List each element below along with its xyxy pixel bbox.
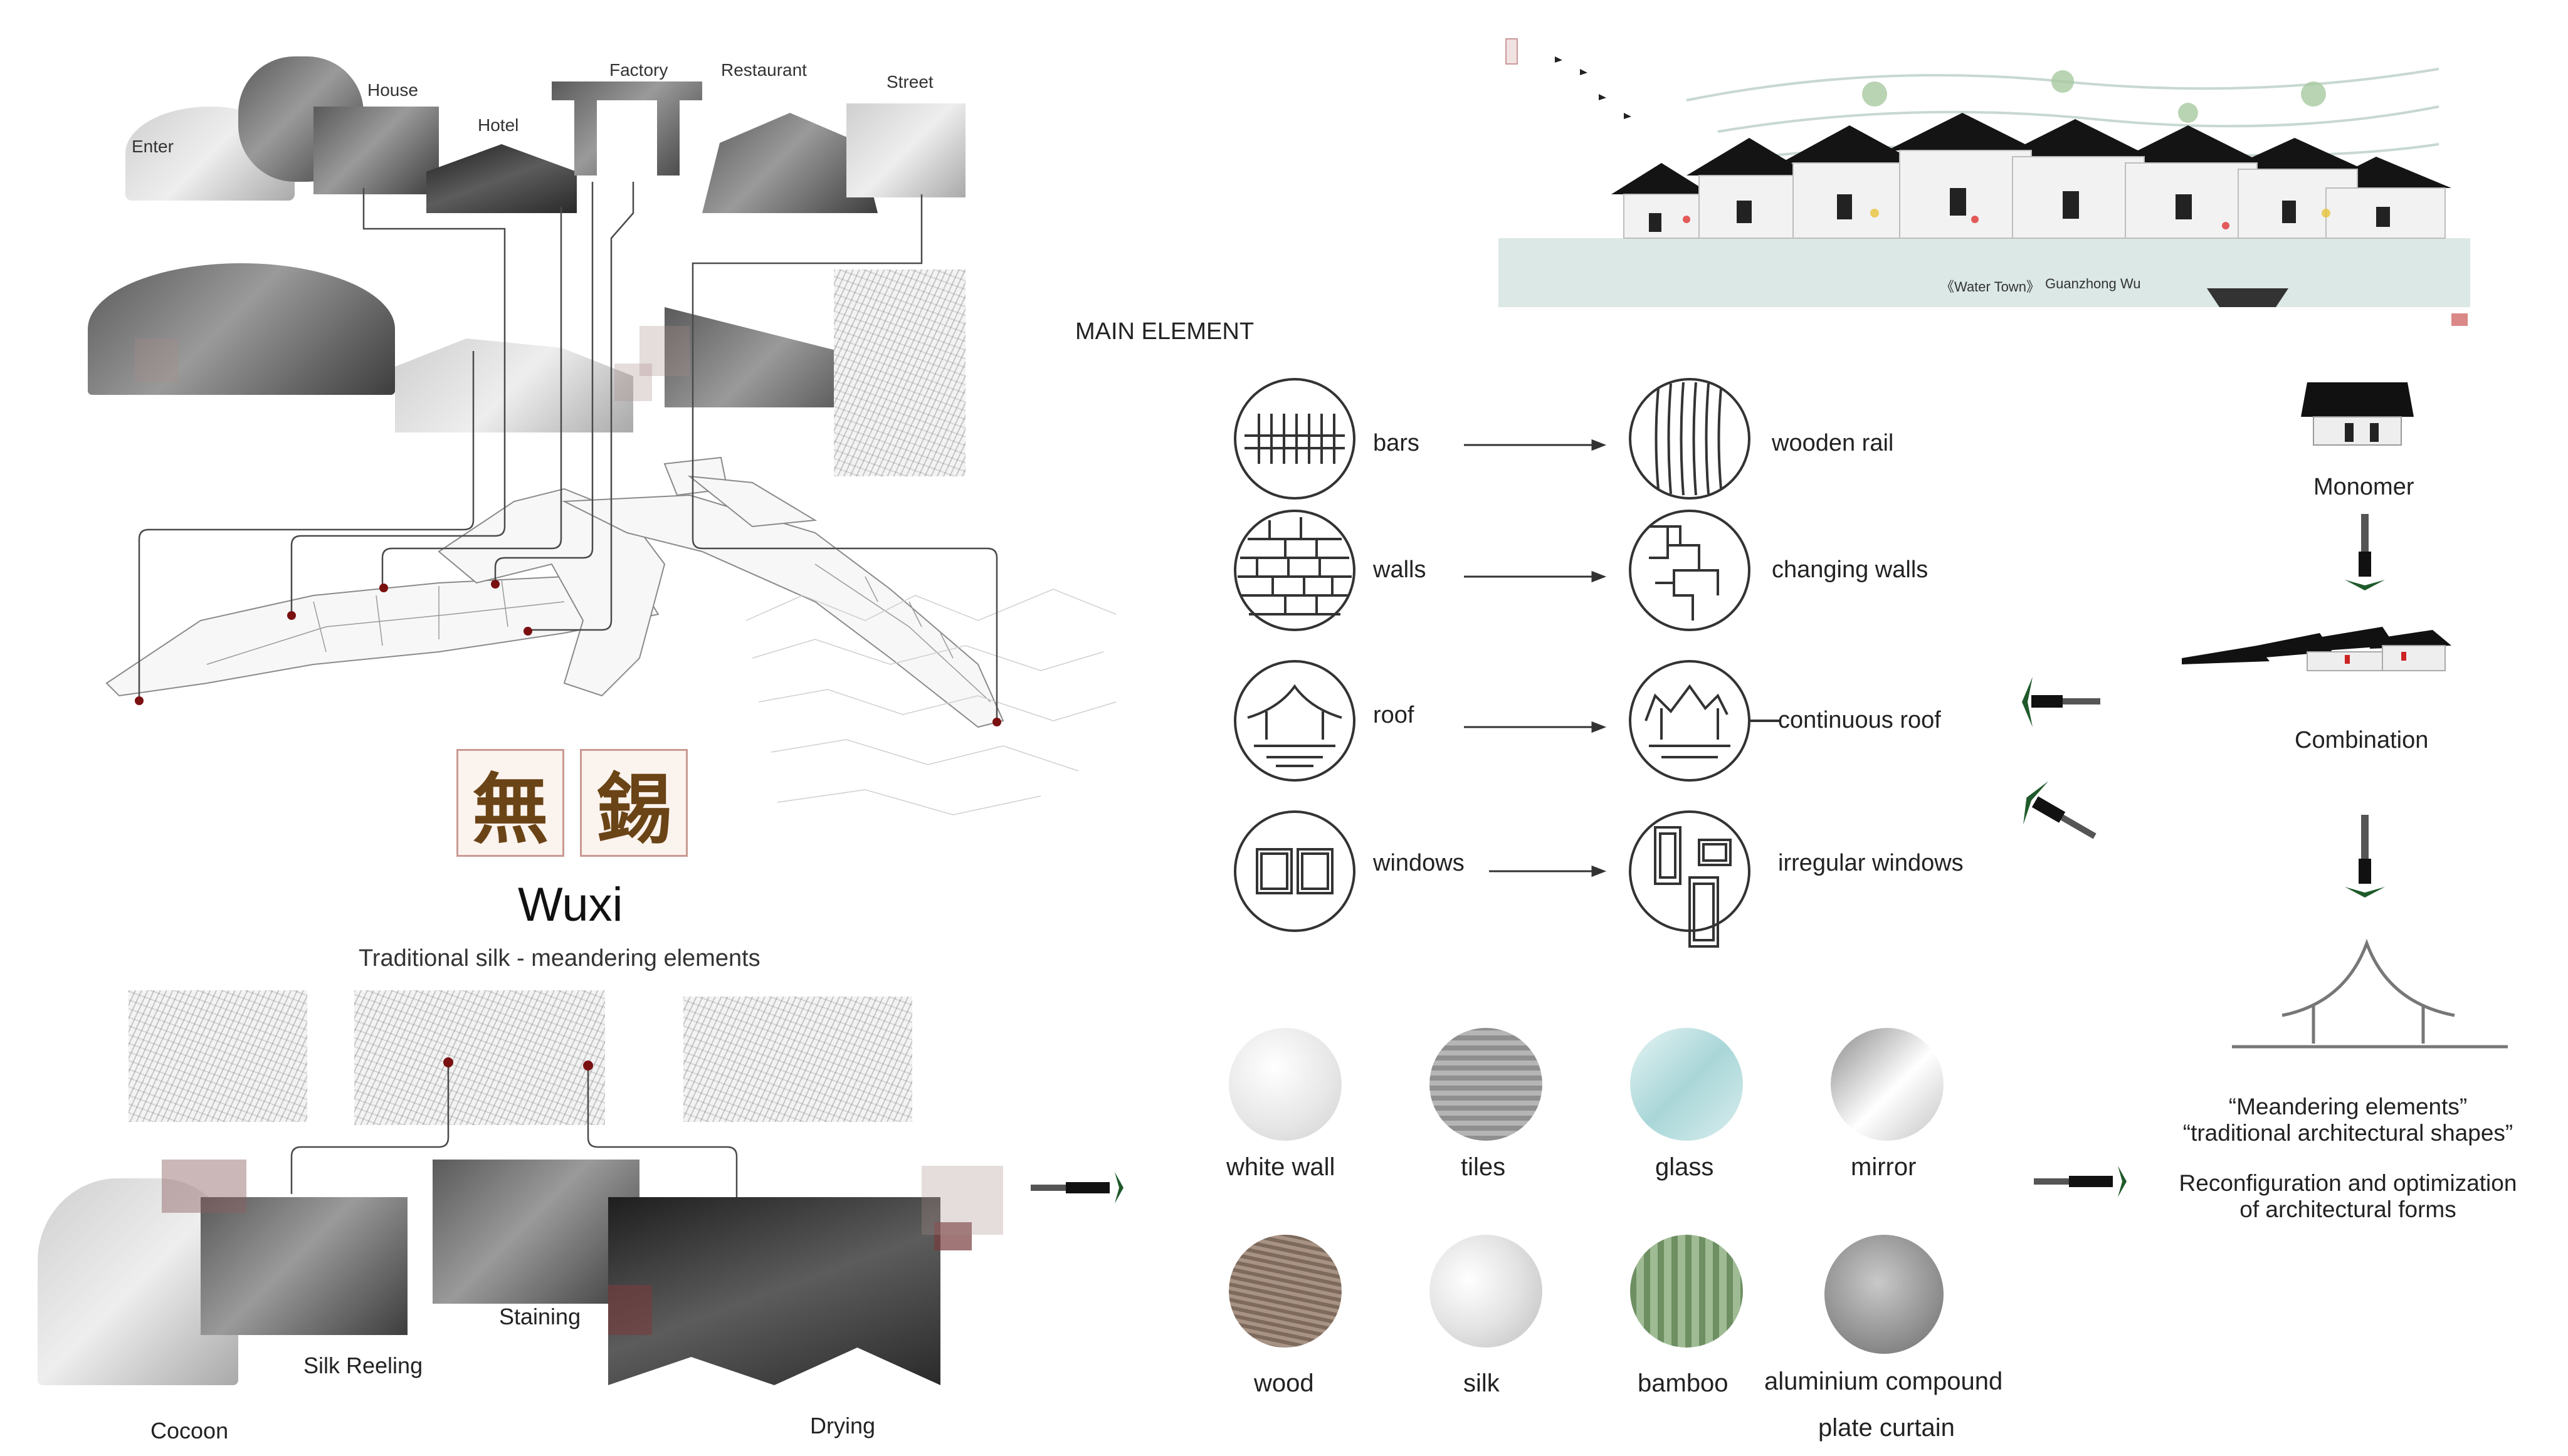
label-tiles: tiles bbox=[1461, 1153, 1506, 1181]
windows-icon bbox=[1234, 810, 1355, 932]
quote-meandering: “Meandering elements” bbox=[2228, 1094, 2468, 1119]
silk-sketch-2 bbox=[354, 990, 605, 1125]
mauve-square-4 bbox=[162, 1160, 246, 1213]
silk-sketch-3 bbox=[683, 997, 912, 1122]
glass-swatch bbox=[1630, 1028, 1743, 1141]
mauve-square-2 bbox=[614, 364, 652, 401]
label-monomer: Monomer bbox=[2313, 474, 2414, 500]
city-title: Wuxi bbox=[518, 878, 623, 931]
label-aluminium: aluminium compound bbox=[1764, 1368, 2003, 1395]
bridge-photo bbox=[88, 263, 395, 395]
label-silk-reeling: Silk Reeling bbox=[303, 1353, 423, 1378]
painting-caption-artist: Guanzhong Wu bbox=[2045, 276, 2141, 291]
combination-icon bbox=[2182, 627, 2451, 671]
tiles-swatch bbox=[1429, 1028, 1542, 1141]
seal-char-2: 錫 bbox=[596, 763, 672, 854]
changing-walls-icon bbox=[1629, 510, 1750, 631]
house-photo bbox=[313, 107, 439, 194]
main-element-heading: MAIN ELEMENT bbox=[1075, 318, 1255, 345]
roof-icon bbox=[1234, 660, 1355, 782]
site-map bbox=[105, 182, 1117, 815]
mirror-swatch bbox=[1831, 1028, 1944, 1141]
label-drying: Drying bbox=[810, 1413, 876, 1438]
label-mirror: mirror bbox=[1851, 1153, 1917, 1181]
arrow-materials-to-right bbox=[2034, 1166, 2127, 1197]
label-cocoon: Cocoon bbox=[150, 1418, 229, 1443]
label-glass: glass bbox=[1655, 1153, 1714, 1181]
mauve-square-3 bbox=[135, 338, 179, 382]
wooden-rail-icon bbox=[1629, 378, 1750, 500]
irregular-windows-icon bbox=[1629, 810, 1750, 948]
label-bamboo: bamboo bbox=[1638, 1370, 1729, 1397]
label-wooden-rail: wooden rail bbox=[1772, 430, 1894, 456]
white-wall-swatch bbox=[1229, 1028, 1342, 1141]
label-plate-curtain: plate curtain bbox=[1818, 1414, 1955, 1442]
label-white-wall: white wall bbox=[1226, 1153, 1335, 1181]
label-factory: Factory bbox=[609, 60, 668, 80]
walls-icon bbox=[1234, 510, 1355, 631]
label-bars: bars bbox=[1373, 430, 1419, 456]
bamboo-swatch bbox=[1630, 1235, 1743, 1348]
main-element-diagram bbox=[1234, 378, 1781, 948]
left-arrow-roof bbox=[2022, 677, 2100, 727]
quote-traditional: “traditional architectural shapes” bbox=[2182, 1120, 2513, 1146]
bars-icon bbox=[1234, 378, 1355, 500]
label-hotel: Hotel bbox=[478, 115, 519, 135]
label-roof: roof bbox=[1373, 702, 1414, 728]
arrow-left-to-materials bbox=[1031, 1172, 1124, 1203]
right-column-graphics bbox=[2022, 382, 2508, 1049]
seal-wu: 無 bbox=[456, 749, 564, 857]
mauve-square-7 bbox=[608, 1285, 652, 1335]
label-silk: silk bbox=[1463, 1370, 1500, 1397]
silk-reeling-photo bbox=[201, 1197, 408, 1335]
silk-sketch-1 bbox=[129, 990, 307, 1122]
label-wood: wood bbox=[1254, 1370, 1314, 1397]
silk-swatch bbox=[1429, 1235, 1542, 1348]
water-town-painting bbox=[1498, 31, 2470, 326]
seal-char-1: 無 bbox=[472, 763, 549, 854]
staining-photo bbox=[433, 1160, 639, 1304]
reconfiguration-line1: Reconfiguration and optimization bbox=[2179, 1170, 2517, 1196]
mauve-square-6 bbox=[922, 1166, 1003, 1235]
label-restaurant: Restaurant bbox=[721, 60, 807, 80]
aluminium-swatch bbox=[1824, 1235, 1944, 1354]
painting-svg bbox=[1498, 31, 2470, 326]
label-staining: Staining bbox=[499, 1304, 581, 1329]
roof-line-icon bbox=[2232, 938, 2508, 1049]
reconfiguration-line2: of architectural forms bbox=[2239, 1197, 2456, 1222]
label-enter: Enter bbox=[132, 137, 174, 156]
monomer-icon bbox=[2301, 382, 2414, 446]
label-irregular-windows: irregular windows bbox=[1778, 850, 1964, 876]
continuous-roof-icon bbox=[1629, 660, 1781, 782]
mauve-square-5 bbox=[934, 1222, 972, 1250]
map-dots bbox=[135, 580, 1001, 726]
silk-connectors bbox=[290, 1057, 738, 1197]
down-arrow-2 bbox=[2345, 815, 2385, 898]
label-combination: Combination bbox=[2295, 727, 2429, 753]
label-continuous-roof: continuous roof bbox=[1778, 707, 1941, 733]
wood-swatch bbox=[1229, 1235, 1342, 1348]
street-photo bbox=[846, 103, 966, 197]
tree-sketch bbox=[834, 270, 966, 476]
down-arrow-1 bbox=[2345, 514, 2385, 590]
left-arrow-windows bbox=[2023, 781, 2097, 839]
mauve-square-1 bbox=[639, 326, 690, 376]
seal-xi: 錫 bbox=[580, 749, 688, 857]
label-changing-walls: changing walls bbox=[1772, 557, 1929, 583]
painting-caption-title: 《Water Town》 bbox=[1940, 279, 2040, 295]
label-walls: walls bbox=[1373, 557, 1426, 583]
right-summary: “Meandering elements” “traditional archi… bbox=[2132, 1094, 2564, 1223]
city-subtitle: Traditional silk - meandering elements bbox=[359, 945, 760, 972]
label-windows: windows bbox=[1373, 850, 1465, 876]
label-street: Street bbox=[887, 72, 934, 92]
label-house: House bbox=[367, 80, 418, 100]
drying-photo bbox=[608, 1197, 940, 1385]
